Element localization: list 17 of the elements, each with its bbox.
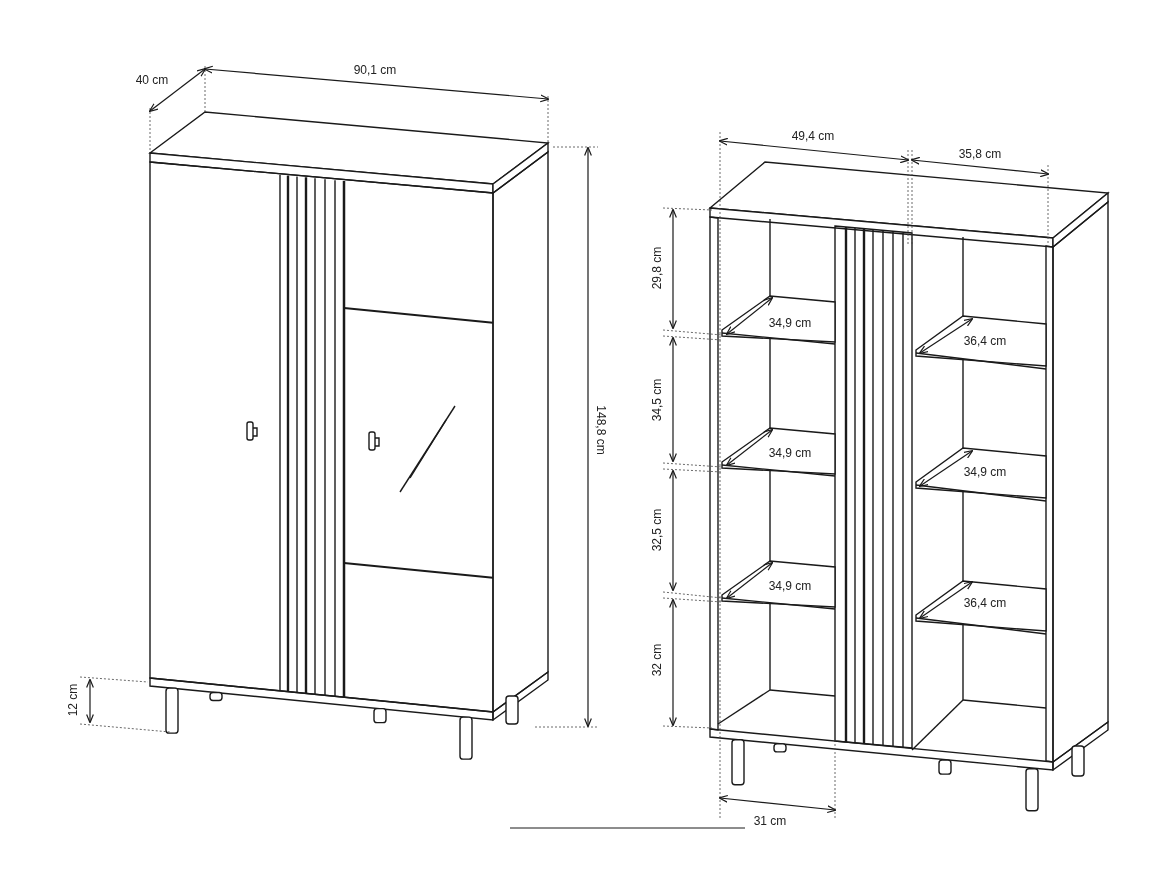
dimension-label: 34,9 cm xyxy=(961,465,1009,479)
dimension-label: 34,9 cm xyxy=(766,579,814,593)
dimension-label: 40 cm xyxy=(133,73,171,87)
dimension-label: 36,4 cm xyxy=(961,596,1009,610)
dimension-label: 36,4 cm xyxy=(961,334,1009,348)
dimension-label: 148,8 cm xyxy=(594,403,608,457)
dimension-label: 49,4 cm xyxy=(789,129,837,143)
dimension-label: 29,8 cm xyxy=(650,244,664,292)
dimension-label: 12 cm xyxy=(66,681,80,719)
dimension-label: 32,5 cm xyxy=(650,506,664,554)
dimension-label: 35,8 cm xyxy=(956,147,1004,161)
dimension-label: 34,9 cm xyxy=(766,316,814,330)
dimension-label: 34,9 cm xyxy=(766,446,814,460)
dimension-label: 32 cm xyxy=(650,641,664,679)
dimension-label: 31 cm xyxy=(751,814,789,828)
dimension-label: 90,1 cm xyxy=(351,63,399,77)
dimension-label: 34,5 cm xyxy=(650,376,664,424)
